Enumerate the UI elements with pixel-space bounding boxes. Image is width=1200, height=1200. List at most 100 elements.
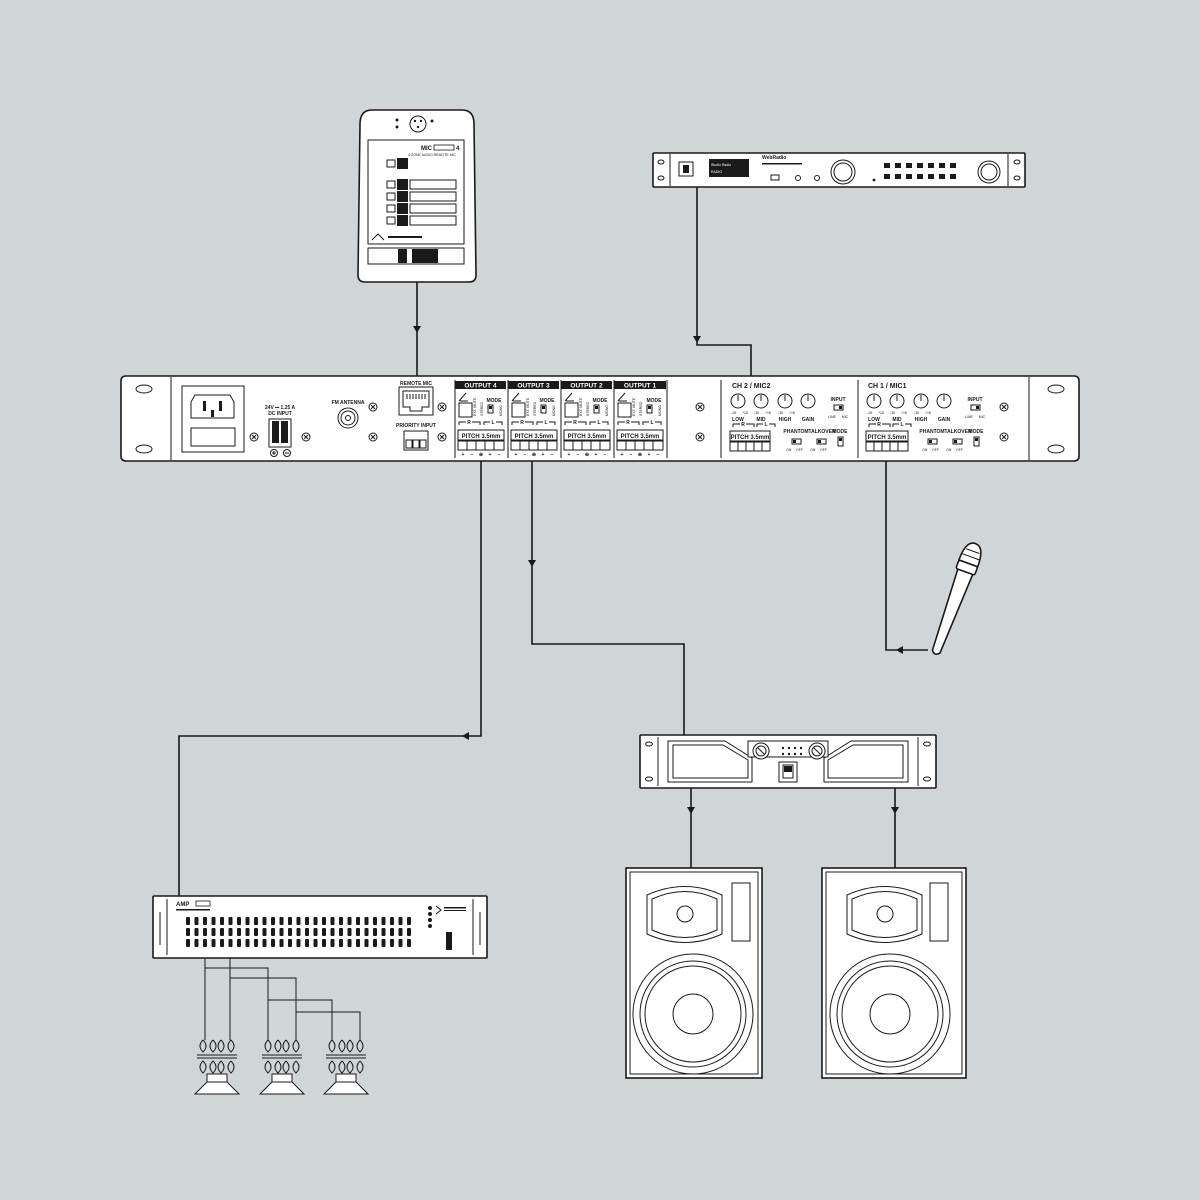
- web-radio-device[interactable]: Studio Radio RADIO WebRadio: [652, 152, 1026, 188]
- preset-button[interactable]: [928, 163, 934, 168]
- svg-text:+: +: [489, 452, 492, 458]
- preset-button[interactable]: [906, 174, 912, 179]
- output-4-stereo-label: STEREO: [480, 401, 484, 416]
- ch1-talkover-switch[interactable]: [952, 438, 963, 445]
- ch1-input-label: INPUT: [968, 397, 983, 403]
- vent-slot: [237, 939, 241, 947]
- zone-1-button[interactable]: [386, 180, 396, 189]
- transformer-speaker-3: [322, 1039, 370, 1095]
- ch1-phantom-label: PHANTOM: [919, 429, 944, 435]
- svg-text:⊕: ⊕: [638, 452, 642, 458]
- svg-text:−: −: [498, 452, 501, 458]
- rack-hole-icon: [1047, 444, 1065, 454]
- preset-button[interactable]: [917, 163, 923, 168]
- svg-text:⊕: ⊕: [585, 452, 589, 458]
- vent-slot: [245, 939, 250, 947]
- svg-text:+: +: [462, 452, 465, 458]
- wire-arrow-speaker-right: [891, 807, 899, 814]
- preset-button[interactable]: [895, 163, 901, 168]
- vent-slot: [194, 939, 199, 947]
- vent-slot: [262, 928, 267, 936]
- output-4-mono-label: MONO: [499, 405, 503, 416]
- zone-2-button[interactable]: [386, 192, 396, 201]
- zone-4-label-strip: [409, 215, 457, 226]
- zone-3-label-strip: [409, 203, 457, 214]
- svg-text:R: R: [741, 422, 745, 428]
- led-icon: [428, 924, 432, 928]
- ch1-input-switch[interactable]: [970, 404, 981, 411]
- all-zones-key[interactable]: [397, 158, 408, 169]
- ch2-input-switch[interactable]: [833, 404, 844, 411]
- vent-slot: [347, 939, 352, 947]
- output-1-ext-mute-terminal[interactable]: [617, 402, 632, 418]
- svg-text:R: R: [520, 420, 524, 426]
- chime-button[interactable]: [398, 249, 407, 263]
- led-icon: [430, 119, 434, 123]
- ch1-phantom-switch[interactable]: [927, 438, 938, 445]
- svg-text:PITCH 3.5mm: PITCH 3.5mm: [731, 435, 770, 441]
- ch1-pitch-terminal[interactable]: [865, 430, 909, 442]
- output-4-pitch-terminal[interactable]: [457, 429, 505, 441]
- vent-slot: [356, 917, 360, 925]
- svg-text:+15: +15: [765, 411, 771, 415]
- zone-3-button[interactable]: [386, 204, 396, 213]
- vent-slot: [271, 917, 275, 925]
- channel-1-block: CH 1 / MIC1 -15+15 -15+15 -15+15 LOW MID…: [865, 383, 986, 452]
- ch2-mode-switch[interactable]: [837, 436, 844, 447]
- vent-slot: [220, 917, 224, 925]
- aux-jack-icon: [814, 175, 820, 181]
- talk-button[interactable]: [412, 249, 438, 263]
- vent-slot: [288, 917, 292, 925]
- output-4-r-label: R: [467, 420, 471, 426]
- preset-button[interactable]: [928, 174, 934, 179]
- vent-slot: [271, 939, 275, 947]
- vent-slot: [262, 939, 267, 947]
- ch2-phantom-switch[interactable]: [791, 438, 802, 445]
- vent-slot: [194, 917, 199, 925]
- preset-button[interactable]: [939, 163, 945, 168]
- amp-brand: AMP: [176, 902, 189, 908]
- radio-display-line2: RADIO: [711, 170, 722, 174]
- web-radio-model-line: [762, 163, 802, 165]
- svg-text:+: +: [621, 452, 624, 458]
- output-2-ext-mute-terminal[interactable]: [564, 402, 579, 418]
- ch2-pitch-terminal[interactable]: [729, 430, 771, 442]
- ch2-phantom-label: PHANTOM: [783, 429, 808, 435]
- preset-button[interactable]: [884, 174, 890, 179]
- preset-button[interactable]: [895, 174, 901, 179]
- amp-power-switch[interactable]: [446, 932, 452, 950]
- output-3-ext-mute-terminal[interactable]: [511, 402, 526, 418]
- led-icon: [428, 918, 432, 922]
- svg-text:−: −: [577, 452, 580, 458]
- output-1-pitch-terminal[interactable]: [616, 429, 664, 441]
- svg-text:⊕: ⊕: [479, 452, 483, 458]
- rack-hole-icon: [135, 384, 153, 394]
- ch1-mode-switch[interactable]: [973, 436, 980, 447]
- svg-text:-15: -15: [754, 411, 759, 415]
- svg-text:STEREO: STEREO: [586, 401, 590, 416]
- preset-button[interactable]: [906, 163, 912, 168]
- vent-slot: [288, 939, 292, 947]
- ch2-talkover-switch[interactable]: [816, 438, 827, 445]
- output-4-ext-mute-terminal[interactable]: [458, 402, 473, 418]
- all-zones-button[interactable]: [386, 159, 396, 168]
- wire-arrow-output3: [528, 560, 536, 567]
- vent-slot: [228, 928, 233, 936]
- preset-button[interactable]: [950, 163, 956, 168]
- output-2-pitch-terminal[interactable]: [563, 429, 611, 441]
- vent-slot: [407, 939, 411, 947]
- vent-slot: [228, 939, 233, 947]
- zone-4-button[interactable]: [386, 216, 396, 225]
- remote-mic-device[interactable]: MIC 4 4-ZONE AUDIO REMOTE MIC: [357, 109, 477, 283]
- led-icon: [395, 118, 399, 122]
- preset-button[interactable]: [917, 174, 923, 179]
- preset-button[interactable]: [884, 163, 890, 168]
- output-3-pitch-terminal[interactable]: [510, 429, 558, 441]
- svg-text:+: +: [568, 452, 571, 458]
- rack-hole-icon: [657, 175, 665, 181]
- preset-button[interactable]: [950, 174, 956, 179]
- output-3-label: OUTPUT 3: [517, 383, 550, 390]
- channel-1-label: CH 1 / MIC1: [868, 383, 907, 390]
- preset-button[interactable]: [939, 174, 945, 179]
- vent-slot: [322, 928, 326, 936]
